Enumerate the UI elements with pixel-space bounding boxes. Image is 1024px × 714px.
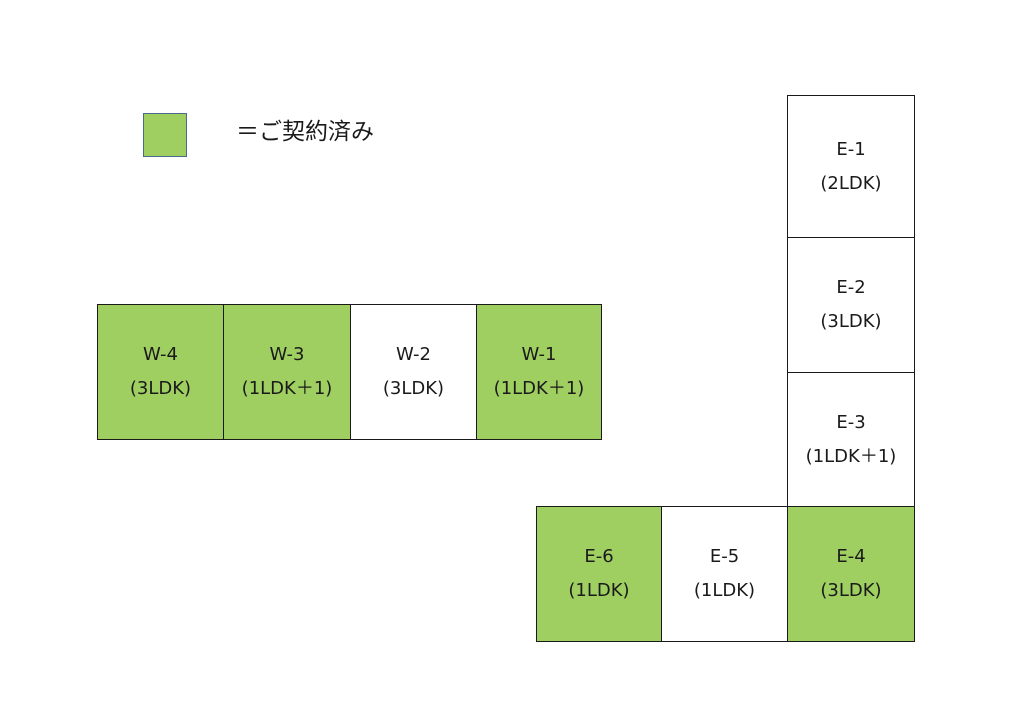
unit-type: (1LDK) [568, 580, 630, 601]
unit-id: W-3 [269, 344, 305, 365]
unit-id: E-5 [709, 546, 740, 567]
unit-e-1: E-1 (2LDK) [787, 95, 915, 238]
unit-type: (1LDK＋1) [805, 446, 897, 467]
unit-type: (1LDK) [693, 580, 756, 601]
unit-id: E-6 [584, 546, 614, 567]
unit-type: (3LDK) [820, 311, 882, 332]
unit-id: W-4 [142, 344, 178, 365]
legend-swatch-contracted [143, 113, 187, 157]
unit-w-4: W-4 (3LDK) [97, 304, 224, 440]
unit-type: (2LDK) [820, 172, 882, 194]
unit-id: E-1 [836, 138, 866, 160]
unit-w-1: W-1 (1LDK＋1) [476, 304, 602, 440]
unit-type: (1LDK＋1) [241, 378, 333, 399]
unit-e-6: E-6 (1LDK) [536, 506, 662, 642]
unit-id: E-2 [836, 277, 866, 298]
unit-id: W-1 [521, 344, 557, 365]
unit-e-4: E-4 (3LDK) [787, 506, 915, 642]
unit-type: (1LDK＋1) [493, 378, 585, 399]
unit-id: W-2 [395, 344, 431, 365]
unit-e-3: E-3 (1LDK＋1) [787, 372, 915, 508]
unit-type: (3LDK) [820, 580, 882, 601]
unit-e-2: E-2 (3LDK) [787, 237, 915, 373]
unit-type: (3LDK) [382, 378, 445, 399]
unit-type: (3LDK) [129, 378, 192, 399]
unit-w-3: W-3 (1LDK＋1) [223, 304, 351, 440]
legend-label: ＝ご契約済み [236, 119, 374, 145]
unit-id: E-3 [836, 412, 866, 433]
unit-id: E-4 [836, 546, 866, 567]
unit-e-5: E-5 (1LDK) [661, 506, 788, 642]
unit-w-2: W-2 (3LDK) [350, 304, 477, 440]
